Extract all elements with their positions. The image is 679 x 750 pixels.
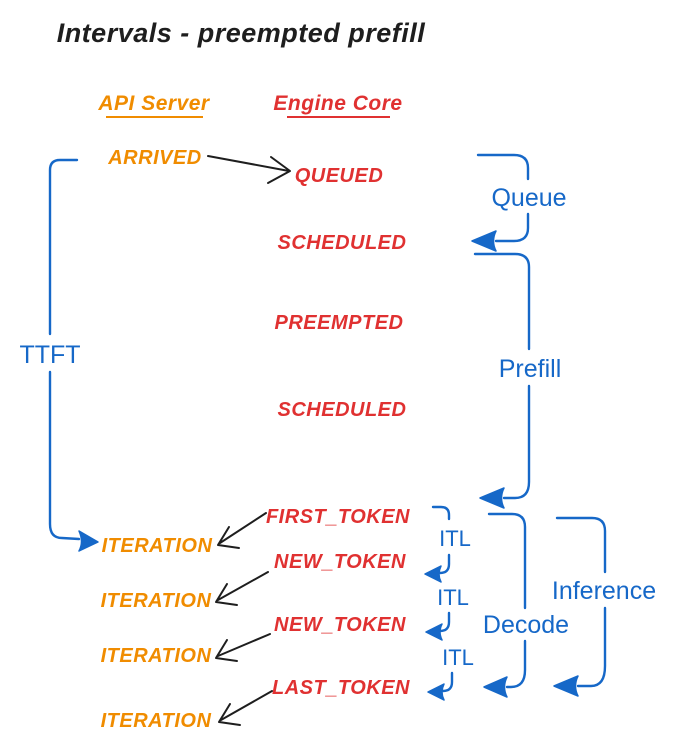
- inference-arrowhead: [553, 675, 579, 697]
- event-new-token-2: NEW_TOKEN: [274, 614, 406, 636]
- arrow-last-token-to-iteration-4: [218, 690, 273, 726]
- interval-label-itl-3: ITL: [442, 645, 474, 670]
- queue-arrowhead: [471, 230, 497, 252]
- arrow-first-token-to-iteration-1: [217, 512, 267, 549]
- arrow-new-token-1-to-iteration-2: [215, 571, 269, 606]
- interval-label-prefill: Prefill: [499, 355, 562, 383]
- inference-bracket: [553, 516, 607, 697]
- interval-label-decode: Decode: [483, 611, 569, 639]
- arrow-arrived-to-queued: [207, 155, 291, 184]
- itl-bracket-1: [424, 505, 451, 583]
- event-preempted: PREEMPTED: [275, 312, 404, 334]
- event-arrived: ARRIVED: [107, 147, 202, 169]
- queue-bracket: [471, 153, 530, 252]
- interval-label-itl-1: ITL: [439, 526, 471, 551]
- event-scheduled-2: SCHEDULED: [278, 399, 407, 421]
- event-iteration-3: ITERATION: [101, 645, 212, 667]
- itl-bracket-3: [427, 671, 454, 701]
- event-new-token-1: NEW_TOKEN: [274, 551, 406, 573]
- prefill-arrowhead: [479, 487, 505, 509]
- arrow-new-token-2-to-iteration-3: [215, 633, 271, 662]
- event-first-token: FIRST_TOKEN: [266, 506, 410, 528]
- event-last-token: LAST_TOKEN: [272, 677, 410, 699]
- ttft-bracket: [48, 158, 99, 552]
- prefill-bracket: [473, 252, 531, 509]
- decode-bracket: [483, 512, 527, 698]
- diagram-title: Intervals - preempted prefill: [57, 18, 426, 48]
- interval-label-ttft: TTFT: [19, 341, 80, 369]
- event-iteration-2: ITERATION: [101, 590, 212, 612]
- interval-label-itl-2: ITL: [437, 585, 469, 610]
- column-header-engine-core: Engine Core: [273, 92, 402, 115]
- event-queued: QUEUED: [295, 165, 384, 187]
- interval-label-queue: Queue: [491, 184, 566, 212]
- decode-arrowhead: [483, 676, 508, 698]
- itl-bracket-2: [425, 611, 451, 641]
- itl-arrowhead-3: [427, 683, 445, 701]
- itl-arrowhead-2: [425, 623, 443, 641]
- column-header-api-server: API Server: [97, 92, 211, 115]
- event-iteration-4: ITERATION: [101, 710, 212, 732]
- ttft-arrowhead: [78, 530, 99, 552]
- event-scheduled-1: SCHEDULED: [278, 232, 407, 254]
- interval-label-inference: Inference: [552, 577, 656, 605]
- event-iteration-1: ITERATION: [102, 535, 213, 557]
- itl-arrowhead-1: [424, 565, 442, 583]
